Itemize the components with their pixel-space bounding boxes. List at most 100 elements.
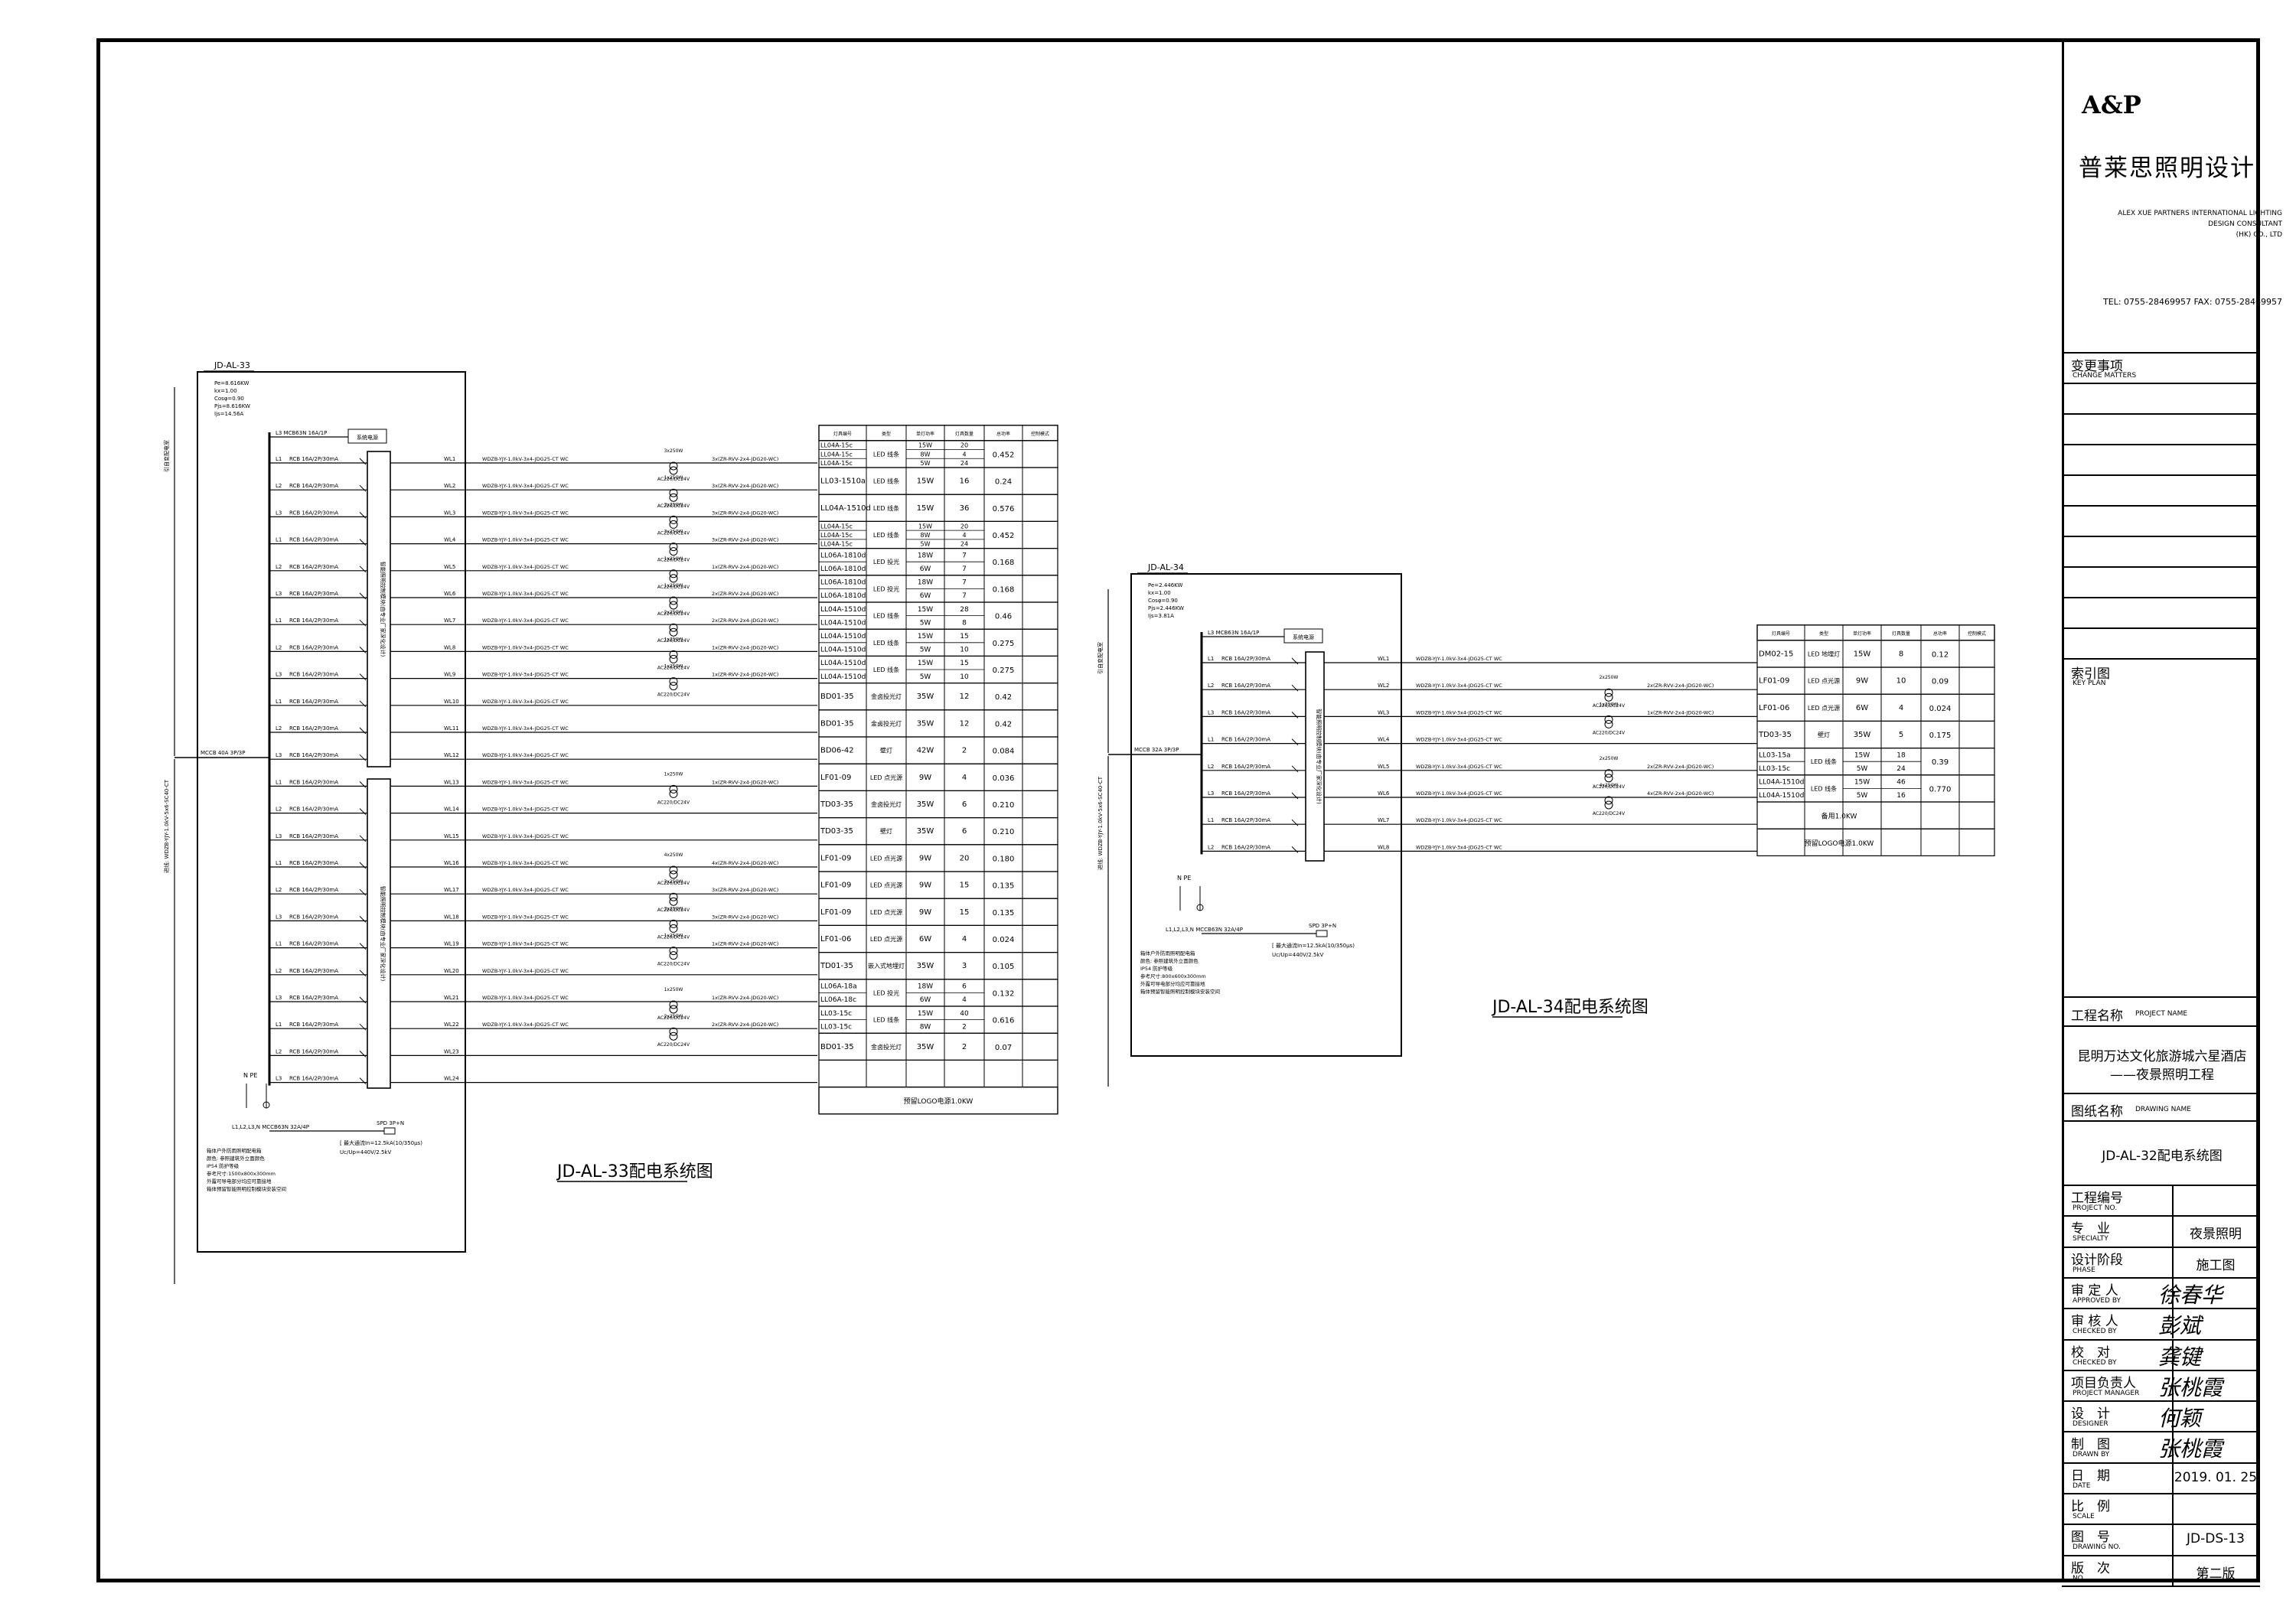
lamp-count: 15	[960, 908, 970, 917]
lamp-count: 15	[960, 660, 968, 667]
lamp-table-header-cell: 总功率	[996, 431, 1010, 437]
feeder-cable: 进线: WDZB-YJY-1.0kV-5x6-SC40-CT	[163, 779, 170, 873]
title-block-row-label-en: DATE	[2073, 1481, 2091, 1490]
circuit-phase: L3	[276, 833, 282, 839]
circuit-phase: L2	[1208, 844, 1214, 850]
lamp-type: LED 线条	[873, 477, 899, 485]
signature: 徐春华	[2158, 1282, 2223, 1308]
lamp-table-row	[818, 709, 1058, 738]
circuit-id: WL5	[444, 564, 455, 570]
circuit-phase: L2	[276, 644, 282, 650]
circuit-id: WL24	[444, 1076, 459, 1082]
lamp-type: 金卤投光灯	[871, 719, 902, 727]
control-module	[367, 778, 391, 1089]
circuit-phase: L2	[276, 564, 282, 570]
diagram-title: JD-AL-33配电系统图	[556, 1162, 713, 1181]
circuit-phase: L2	[276, 483, 282, 489]
title-block-row-label-en: PROJECT NO.	[2073, 1204, 2118, 1212]
lamp-table-row	[818, 1059, 1058, 1088]
lamp-power: 15W	[918, 523, 932, 530]
lamp-power: 6W	[920, 565, 931, 573]
signature: 张桃霞	[2158, 1436, 2223, 1462]
title-block-row-line	[2062, 1276, 2260, 1279]
ground-label: N PE	[1177, 875, 1191, 882]
breaker-symbol	[1291, 819, 1299, 826]
lamp-count: 8	[962, 619, 967, 627]
title-block-row-label-en: PROJECT MANAGER	[2073, 1389, 2140, 1397]
lamp-table-header-cell: 灯具编号	[833, 431, 852, 437]
circuit-load: 0.024	[1929, 705, 1952, 713]
circuit-breaker: RCB 16A/2P/30mA	[289, 752, 338, 758]
company-logo: A&P	[2082, 90, 2141, 119]
lamp-cable: 1x(ZR-RVV-2x4-JDG20-WC)	[712, 564, 778, 570]
transformer-icon	[669, 574, 678, 583]
title-block-row-value: JD-DS-13	[2187, 1531, 2245, 1547]
lamp-power: 35W	[917, 719, 934, 728]
lamp-code: LL03-1510a	[820, 477, 866, 486]
transformer-voltage: AC220/DC24V	[1593, 730, 1626, 735]
breaker-symbol	[359, 1077, 367, 1084]
circuit-phase: L3	[276, 914, 282, 920]
signature: 彭斌	[2158, 1313, 2202, 1339]
circuit-id: WL8	[444, 644, 455, 650]
lamp-table-footer-text: 预留LOGO电源1.0KW	[904, 1097, 974, 1106]
spd-note: Uc/Up=440V/2.5kV	[340, 1149, 391, 1155]
spd-note: Uc/Up=440V/2.5kV	[1272, 952, 1323, 958]
lamp-table-row	[818, 924, 1058, 953]
circuit-phase: L2	[276, 968, 282, 974]
transformer-icon	[1604, 719, 1613, 728]
lamp-code: LL04A-1510d	[820, 660, 866, 667]
transformer-voltage: AC220/DC24V	[1593, 703, 1626, 709]
transformer-voltage: AC220/DC24V	[1593, 811, 1626, 816]
circuit-id: WL3	[1378, 709, 1389, 715]
title-block-col-line	[2172, 1400, 2174, 1432]
circuit-breaker: RCB 16A/2P/30mA	[289, 941, 338, 947]
lamp-power: 5W	[920, 647, 931, 654]
lamp-code: LF01-06	[820, 935, 851, 943]
circuit-phase: L3	[1208, 790, 1214, 797]
circuit-load: 0.168	[993, 585, 1015, 594]
title-block-row-label: 专 业	[2071, 1221, 2110, 1237]
transformer-icon	[1604, 796, 1613, 805]
breaker-symbol	[359, 808, 367, 815]
circuit-cable: WDZB-YJY-1.0kV-3x4-JDG25-CT WC	[1416, 709, 1502, 715]
title-block-row-value: 第二版	[2196, 1566, 2236, 1582]
circuit-id: WL23	[444, 1048, 459, 1054]
lamp-power: 9W	[919, 908, 931, 917]
control-breaker: L3 MCB63N 16A/1P	[276, 430, 327, 436]
circuit-phase: L1	[276, 941, 282, 947]
circuit-breaker: RCB 16A/2P/30mA	[289, 887, 338, 893]
lamp-code: LL03-15c	[1759, 765, 1790, 773]
transformer-icon	[669, 601, 678, 610]
key-plan-label-en: KEY PLAN	[2073, 680, 2106, 687]
transformer-voltage: AC220/DC24V	[657, 585, 690, 590]
lamp-power: 35W	[1854, 731, 1871, 739]
lamp-count: 10	[1896, 677, 1906, 686]
spd-icon	[1316, 930, 1328, 937]
ground-label: N PE	[243, 1072, 257, 1079]
lamp-count: 15	[960, 882, 970, 890]
lamp-type: LED 点光源	[870, 854, 902, 862]
transformer-rating: 3x250W	[664, 906, 683, 911]
breaker-symbol	[1291, 657, 1299, 665]
breaker-symbol	[1291, 765, 1299, 773]
circuit-phase: L3	[276, 752, 282, 758]
change-row-line	[2062, 474, 2260, 476]
lamp-table-header-cell: 灯具数量	[1892, 631, 1910, 637]
title-block	[2062, 38, 2260, 1582]
breaker-symbol	[359, 916, 367, 923]
transformer-rating: 3x250W	[664, 448, 683, 454]
title-block-col-line	[2172, 1215, 2174, 1247]
lamp-code: LL04A-1510d	[1759, 792, 1804, 800]
transformer-icon	[669, 547, 678, 556]
lamp-count: 2	[962, 1043, 967, 1051]
lamp-count: 4	[962, 774, 967, 782]
signature: 龚键	[2158, 1344, 2202, 1370]
transformer-icon	[669, 789, 678, 798]
panel-note: 外露可导电部分均应可靠接地	[207, 1178, 272, 1185]
transformer-icon	[1604, 774, 1613, 783]
transformer-voltage: AC220/DC24V	[657, 908, 690, 913]
breaker-symbol	[359, 592, 367, 600]
circuit-breaker: RCB 16A/2P/30mA	[289, 1076, 338, 1082]
title-block-row-line	[2062, 1524, 2260, 1526]
